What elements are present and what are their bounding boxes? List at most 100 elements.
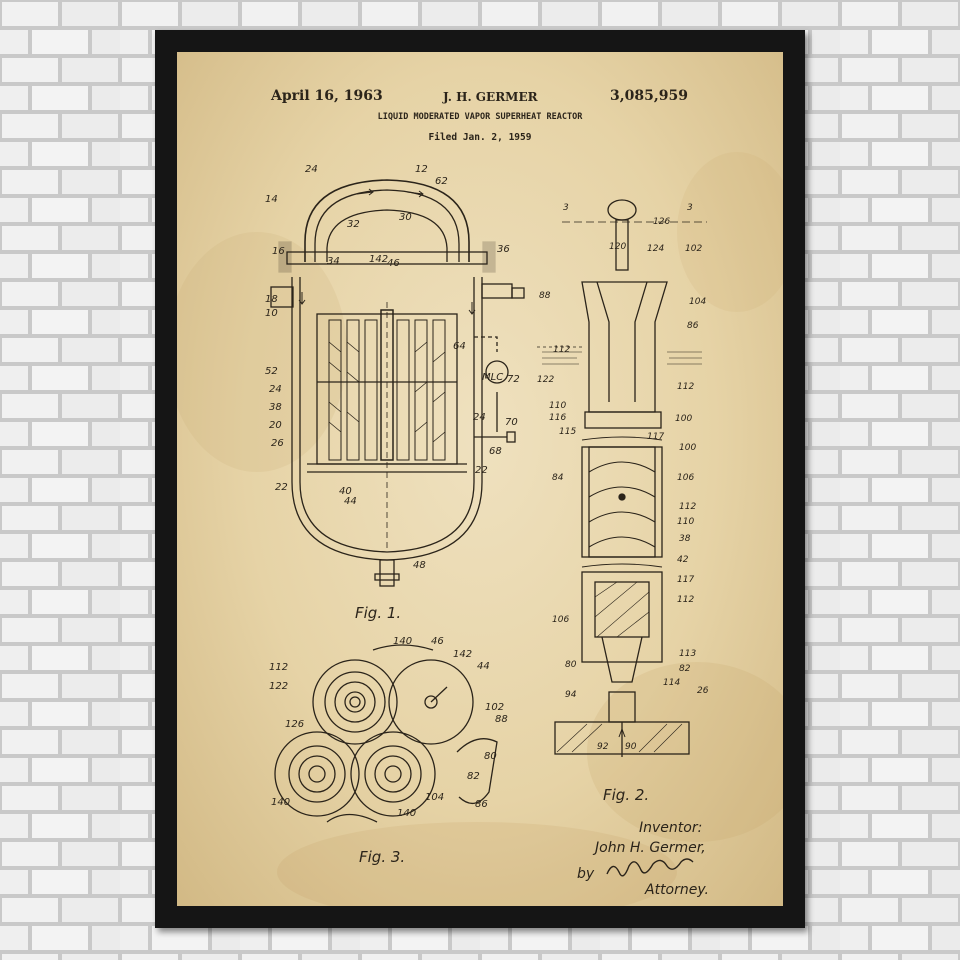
fig1-numeral: 18 (265, 294, 278, 305)
fig1-numeral: 22 (275, 482, 288, 493)
fig1-numeral: 10 (265, 308, 278, 319)
fig1-numeral: 64 (453, 341, 466, 352)
fig1-numeral: 38 (269, 402, 282, 413)
patent-inventor-header: J. H. GERMER (443, 90, 538, 104)
fig2-reference-numerals: 3 3 126 120 124 102 88 104 86 112 122 112 110 116 100 1… (537, 203, 709, 752)
fig2-numeral: 106 (677, 473, 694, 483)
fig2-numeral: 110 (549, 401, 566, 411)
signature-block: Inventor: John H. Germer, by Attorney. (577, 820, 709, 898)
fig2-numeral: 106 (552, 615, 569, 625)
fig2-numeral: 120 (609, 242, 626, 252)
fig2-numeral: 3 (563, 203, 569, 213)
fig1-numeral: 16 (272, 246, 285, 257)
attorney-label: Attorney. (644, 882, 709, 898)
patent-filed-date: Filed Jan. 2, 1959 (428, 132, 532, 143)
fig2-caption: Fig. 2. (603, 786, 649, 804)
fig3-numeral: 88 (495, 714, 508, 725)
picture-frame: April 16, 1963 J. H. GERMER 3,085,959 LI… (155, 30, 805, 928)
fig1-numeral: 48 (413, 560, 426, 571)
fig1-numeral: 36 (497, 244, 510, 255)
fig2-numeral: 38 (679, 534, 691, 544)
fig3-numeral: 140 (393, 636, 412, 647)
fig3-cross-section (274, 644, 498, 823)
fig1-numeral: MLC (482, 372, 503, 383)
fig2-numeral: 113 (679, 649, 696, 659)
fig2-numeral: 82 (679, 664, 691, 674)
fig2-numeral: 112 (679, 502, 696, 512)
fig1-numeral: 12 (415, 164, 428, 175)
fig2-numeral: 126 (653, 217, 670, 227)
fig3-numeral: 104 (425, 792, 444, 803)
fig1-reactor-vessel (270, 179, 525, 587)
fig2-numeral: 110 (677, 517, 694, 527)
fig2-numeral: 124 (647, 244, 664, 254)
patent-title: LIQUID MODERATED VAPOR SUPERHEAT REACTOR (377, 112, 583, 122)
fig2-numeral: 117 (677, 575, 694, 585)
fig2-numeral: 94 (565, 690, 577, 700)
fig2-numeral: 116 (549, 413, 566, 423)
fig1-numeral: 72 (507, 374, 520, 385)
fig2-numeral: 112 (553, 345, 570, 355)
fig2-numeral: 26 (697, 686, 709, 696)
fig1-numeral: 26 (271, 438, 284, 449)
inventor-heading: Inventor: (639, 820, 702, 836)
fig1-numeral: 32 (347, 219, 360, 230)
fig1-numeral: 14 (265, 194, 278, 205)
fig2-numeral: 42 (677, 555, 689, 565)
fig1-numeral: 142 (369, 254, 388, 265)
inventor-name: John H. Germer, (592, 840, 706, 856)
fig1-numeral: 24 (305, 164, 318, 175)
paper-stains (177, 152, 783, 906)
fig2-numeral: 88 (539, 291, 551, 301)
fig3-numeral: 86 (475, 799, 488, 810)
fig1-numeral: 62 (435, 176, 448, 187)
fig2-numeral: 112 (677, 595, 694, 605)
fig1-numeral: 44 (344, 496, 357, 507)
patent-date: April 16, 1963 (271, 88, 383, 104)
fig3-numeral: 44 (477, 661, 490, 672)
fig3-numeral: 102 (485, 702, 504, 713)
by-label: by (577, 866, 595, 882)
fig1-numeral: 46 (387, 258, 400, 269)
fig3-numeral: 142 (453, 649, 472, 660)
fig2-numeral: 3 (687, 203, 693, 213)
fig3-numeral: 140 (397, 808, 416, 819)
fig1-numeral: 24 (473, 412, 486, 423)
fig1-caption: Fig. 1. (355, 604, 401, 622)
fig2-numeral: 114 (663, 678, 680, 688)
fig2-numeral: 100 (675, 414, 692, 424)
fig3-numeral: 80 (484, 751, 497, 762)
fig2-numeral: 104 (689, 297, 706, 307)
fig2-numeral: 92 (597, 742, 609, 752)
fig3-numeral: 112 (269, 662, 288, 673)
fig1-numeral: 40 (339, 486, 352, 497)
fig2-numeral: 84 (552, 473, 564, 483)
fig3-numeral: 82 (467, 771, 480, 782)
fig1-numeral: 52 (265, 366, 278, 377)
fig2-numeral: 115 (559, 427, 576, 437)
fig1-numeral: 22 (475, 465, 488, 476)
fig3-numeral: 46 (431, 636, 444, 647)
fig2-numeral: 122 (537, 375, 554, 385)
fig3-caption: Fig. 3. (359, 848, 405, 866)
fig2-fuel-element (537, 199, 707, 757)
fig1-numeral: 34 (327, 256, 340, 267)
fig2-numeral: 112 (677, 382, 694, 392)
fig2-numeral: 102 (685, 244, 702, 254)
attorney-signature (606, 858, 694, 877)
fig3-numeral: 126 (285, 719, 304, 730)
patent-print: April 16, 1963 J. H. GERMER 3,085,959 LI… (177, 52, 783, 906)
fig2-numeral: 86 (687, 321, 699, 331)
fig2-numeral: 100 (679, 443, 696, 453)
fig1-numeral: 70 (505, 417, 518, 428)
fig1-numeral: 68 (489, 446, 502, 457)
fig3-numeral: 122 (269, 681, 288, 692)
fig2-numeral: 80 (565, 660, 577, 670)
fig1-numeral: 30 (399, 212, 412, 223)
fig2-numeral: 90 (625, 742, 637, 752)
fig1-numeral: 24 (269, 384, 282, 395)
patent-number: 3,085,959 (610, 88, 688, 104)
